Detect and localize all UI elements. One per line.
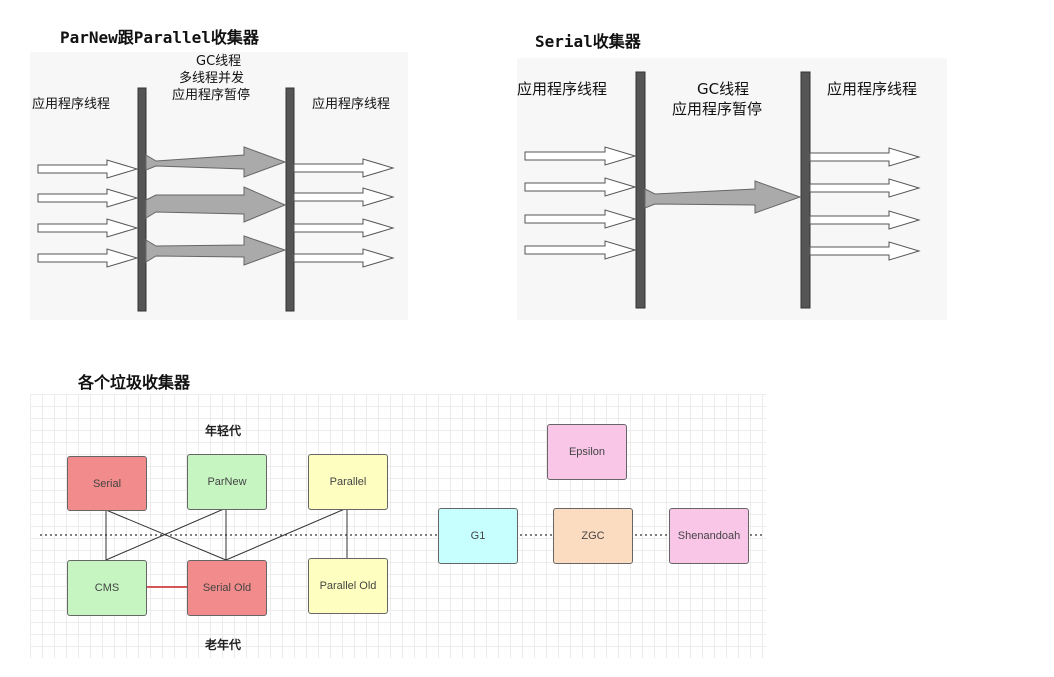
parnew-outgoing-arrow <box>293 218 395 238</box>
parnew-incoming-arrows <box>37 159 139 268</box>
collector-box-parallel-old: Parallel Old <box>308 558 388 614</box>
collector-box-serial-old: Serial Old <box>187 560 267 616</box>
serial-outgoing-arrow <box>809 178 921 198</box>
serial-incoming-arrows <box>524 146 637 260</box>
old-gen-label: 老年代 <box>205 638 242 652</box>
serial-diagram-title: Serial收集器 <box>535 32 641 51</box>
serial-gc-thread-label: GC线程 <box>697 80 750 98</box>
parnew-incoming-arrow <box>37 188 139 208</box>
serial-outgoing-arrow <box>809 241 921 261</box>
parnew-outgoing-arrow <box>293 158 395 178</box>
parnew-outgoing-arrow <box>293 187 395 207</box>
collector-box-g1: G1 <box>438 508 518 564</box>
parnew-gc-thread-label: GC线程 <box>196 54 242 69</box>
parnew-outgoing-arrows <box>293 158 395 268</box>
parnew-gc-arrow <box>145 186 287 223</box>
collectors-diagram-title: 各个垃圾收集器 <box>78 373 191 392</box>
parnew-diagram-title: ParNew跟Parallel收集器 <box>60 28 259 47</box>
collector-box-epsilon: Epsilon <box>547 424 627 480</box>
parnew-outgoing-arrow <box>293 248 395 268</box>
collector-box-cms: CMS <box>67 560 147 616</box>
serial-incoming-arrow <box>524 177 637 197</box>
young-gen-label: 年轻代 <box>205 424 242 438</box>
parnew-diagram-panel <box>30 52 408 320</box>
serial-outgoing-arrows <box>809 147 921 261</box>
collector-box-parallel: Parallel <box>308 454 388 510</box>
serial-outgoing-arrow <box>809 147 921 167</box>
link-parnew-cms <box>105 507 227 561</box>
parnew-gc-arrow <box>145 235 287 266</box>
link-parallel-serialold <box>225 507 348 561</box>
collectors-connections <box>40 507 762 588</box>
collectors-grid-panel <box>30 394 766 658</box>
parnew-incoming-arrow <box>37 248 139 268</box>
link-serial-serialold <box>105 509 227 561</box>
collector-box-serial: Serial <box>67 456 147 511</box>
serial-incoming-arrow <box>524 209 637 229</box>
collector-box-zgc: ZGC <box>553 508 633 564</box>
parnew-multithread-label: 多线程并发 <box>179 71 245 86</box>
parnew-gc-arrow <box>145 146 287 178</box>
serial-app-thread-left-label: 应用程序线程 <box>517 80 608 98</box>
serial-incoming-arrow <box>524 146 637 166</box>
serial-diagram-drawing <box>524 71 921 309</box>
collector-box-parnew: ParNew <box>187 454 267 510</box>
serial-app-thread-right-label: 应用程序线程 <box>827 80 918 98</box>
serial-gc-arrow <box>644 180 802 214</box>
parnew-gc-arrows <box>145 146 287 266</box>
parnew-diagram-drawing <box>37 87 395 312</box>
parnew-app-thread-right-label: 应用程序线程 <box>312 97 391 112</box>
parnew-incoming-arrow <box>37 218 139 238</box>
parnew-incoming-arrow <box>37 159 139 179</box>
parnew-pause-label: 应用程序暂停 <box>172 88 251 103</box>
collector-box-shenandoah: Shenandoah <box>669 508 749 564</box>
serial-incoming-arrow <box>524 240 637 260</box>
serial-right-barrier <box>800 71 811 309</box>
serial-pause-label: 应用程序暂停 <box>672 100 763 118</box>
parnew-app-thread-left-label: 应用程序线程 <box>32 97 111 112</box>
serial-outgoing-arrow <box>809 210 921 230</box>
